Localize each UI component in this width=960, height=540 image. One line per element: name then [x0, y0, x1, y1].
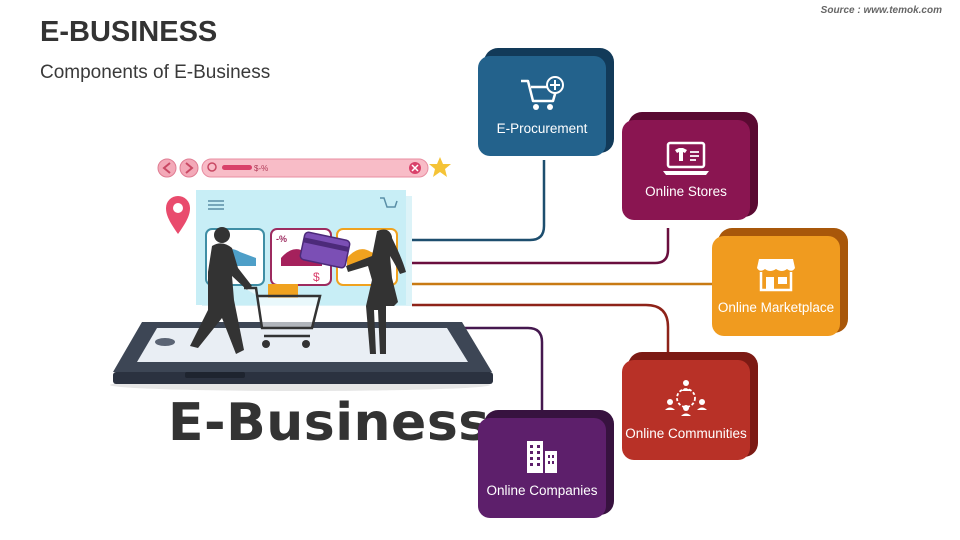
card-label-online-companies: Online Companies [486, 482, 598, 498]
connector-online-stores [412, 228, 670, 265]
card-label-online-marketplace: Online Marketplace [717, 299, 835, 315]
card-label-e-procurement: E-Procurement [496, 120, 588, 136]
card-front: Online Communities [622, 360, 750, 460]
card-front: Online Marketplace [712, 236, 840, 336]
mini-cart-icon [380, 197, 398, 208]
tablet-device [110, 322, 493, 391]
e-business-label: E-Business [168, 393, 490, 453]
discount-tag-text: -% [276, 234, 287, 244]
network-people-icon [665, 379, 707, 416]
laptop-shirt-icon [663, 141, 709, 175]
connector-online-communities [412, 303, 670, 352]
page-title: E-BUSINESS [40, 16, 218, 48]
star-icon [429, 157, 451, 177]
card-label-online-communities: Online Communities [625, 425, 747, 441]
location-pin-icon [166, 196, 190, 234]
card-online-companies: Online Companies [478, 410, 614, 519]
credit-card-icon [299, 231, 351, 269]
buildings-icon [527, 440, 557, 473]
cart-plus-icon [521, 75, 564, 110]
page-subtitle: Components of E-Business [40, 62, 271, 83]
card-e-procurement: E-Procurement [478, 48, 614, 157]
card-online-stores: Online Stores [622, 112, 758, 221]
card-front: E-Procurement [478, 56, 606, 156]
shoppers-silhouette [190, 227, 406, 354]
browser-search-bar: $-% [157, 157, 451, 178]
price-tag-text: $ [313, 270, 320, 284]
card-online-marketplace: Online Marketplace [712, 228, 848, 337]
card-label-online-stores: Online Stores [645, 183, 727, 199]
menu-icon [208, 200, 224, 210]
card-front: Online Companies [478, 418, 606, 518]
search-bar-text: $-% [254, 164, 268, 173]
connector-online-companies [430, 326, 544, 412]
source-credit: Source : www.temok.com [820, 5, 942, 16]
card-online-communities: Online Communities [622, 352, 758, 461]
shopping-cart-icon [244, 284, 322, 348]
storefront-icon [757, 258, 795, 291]
card-front: Online Stores [622, 120, 750, 220]
connector-lines [412, 160, 712, 412]
connector-e-procurement [412, 160, 546, 242]
